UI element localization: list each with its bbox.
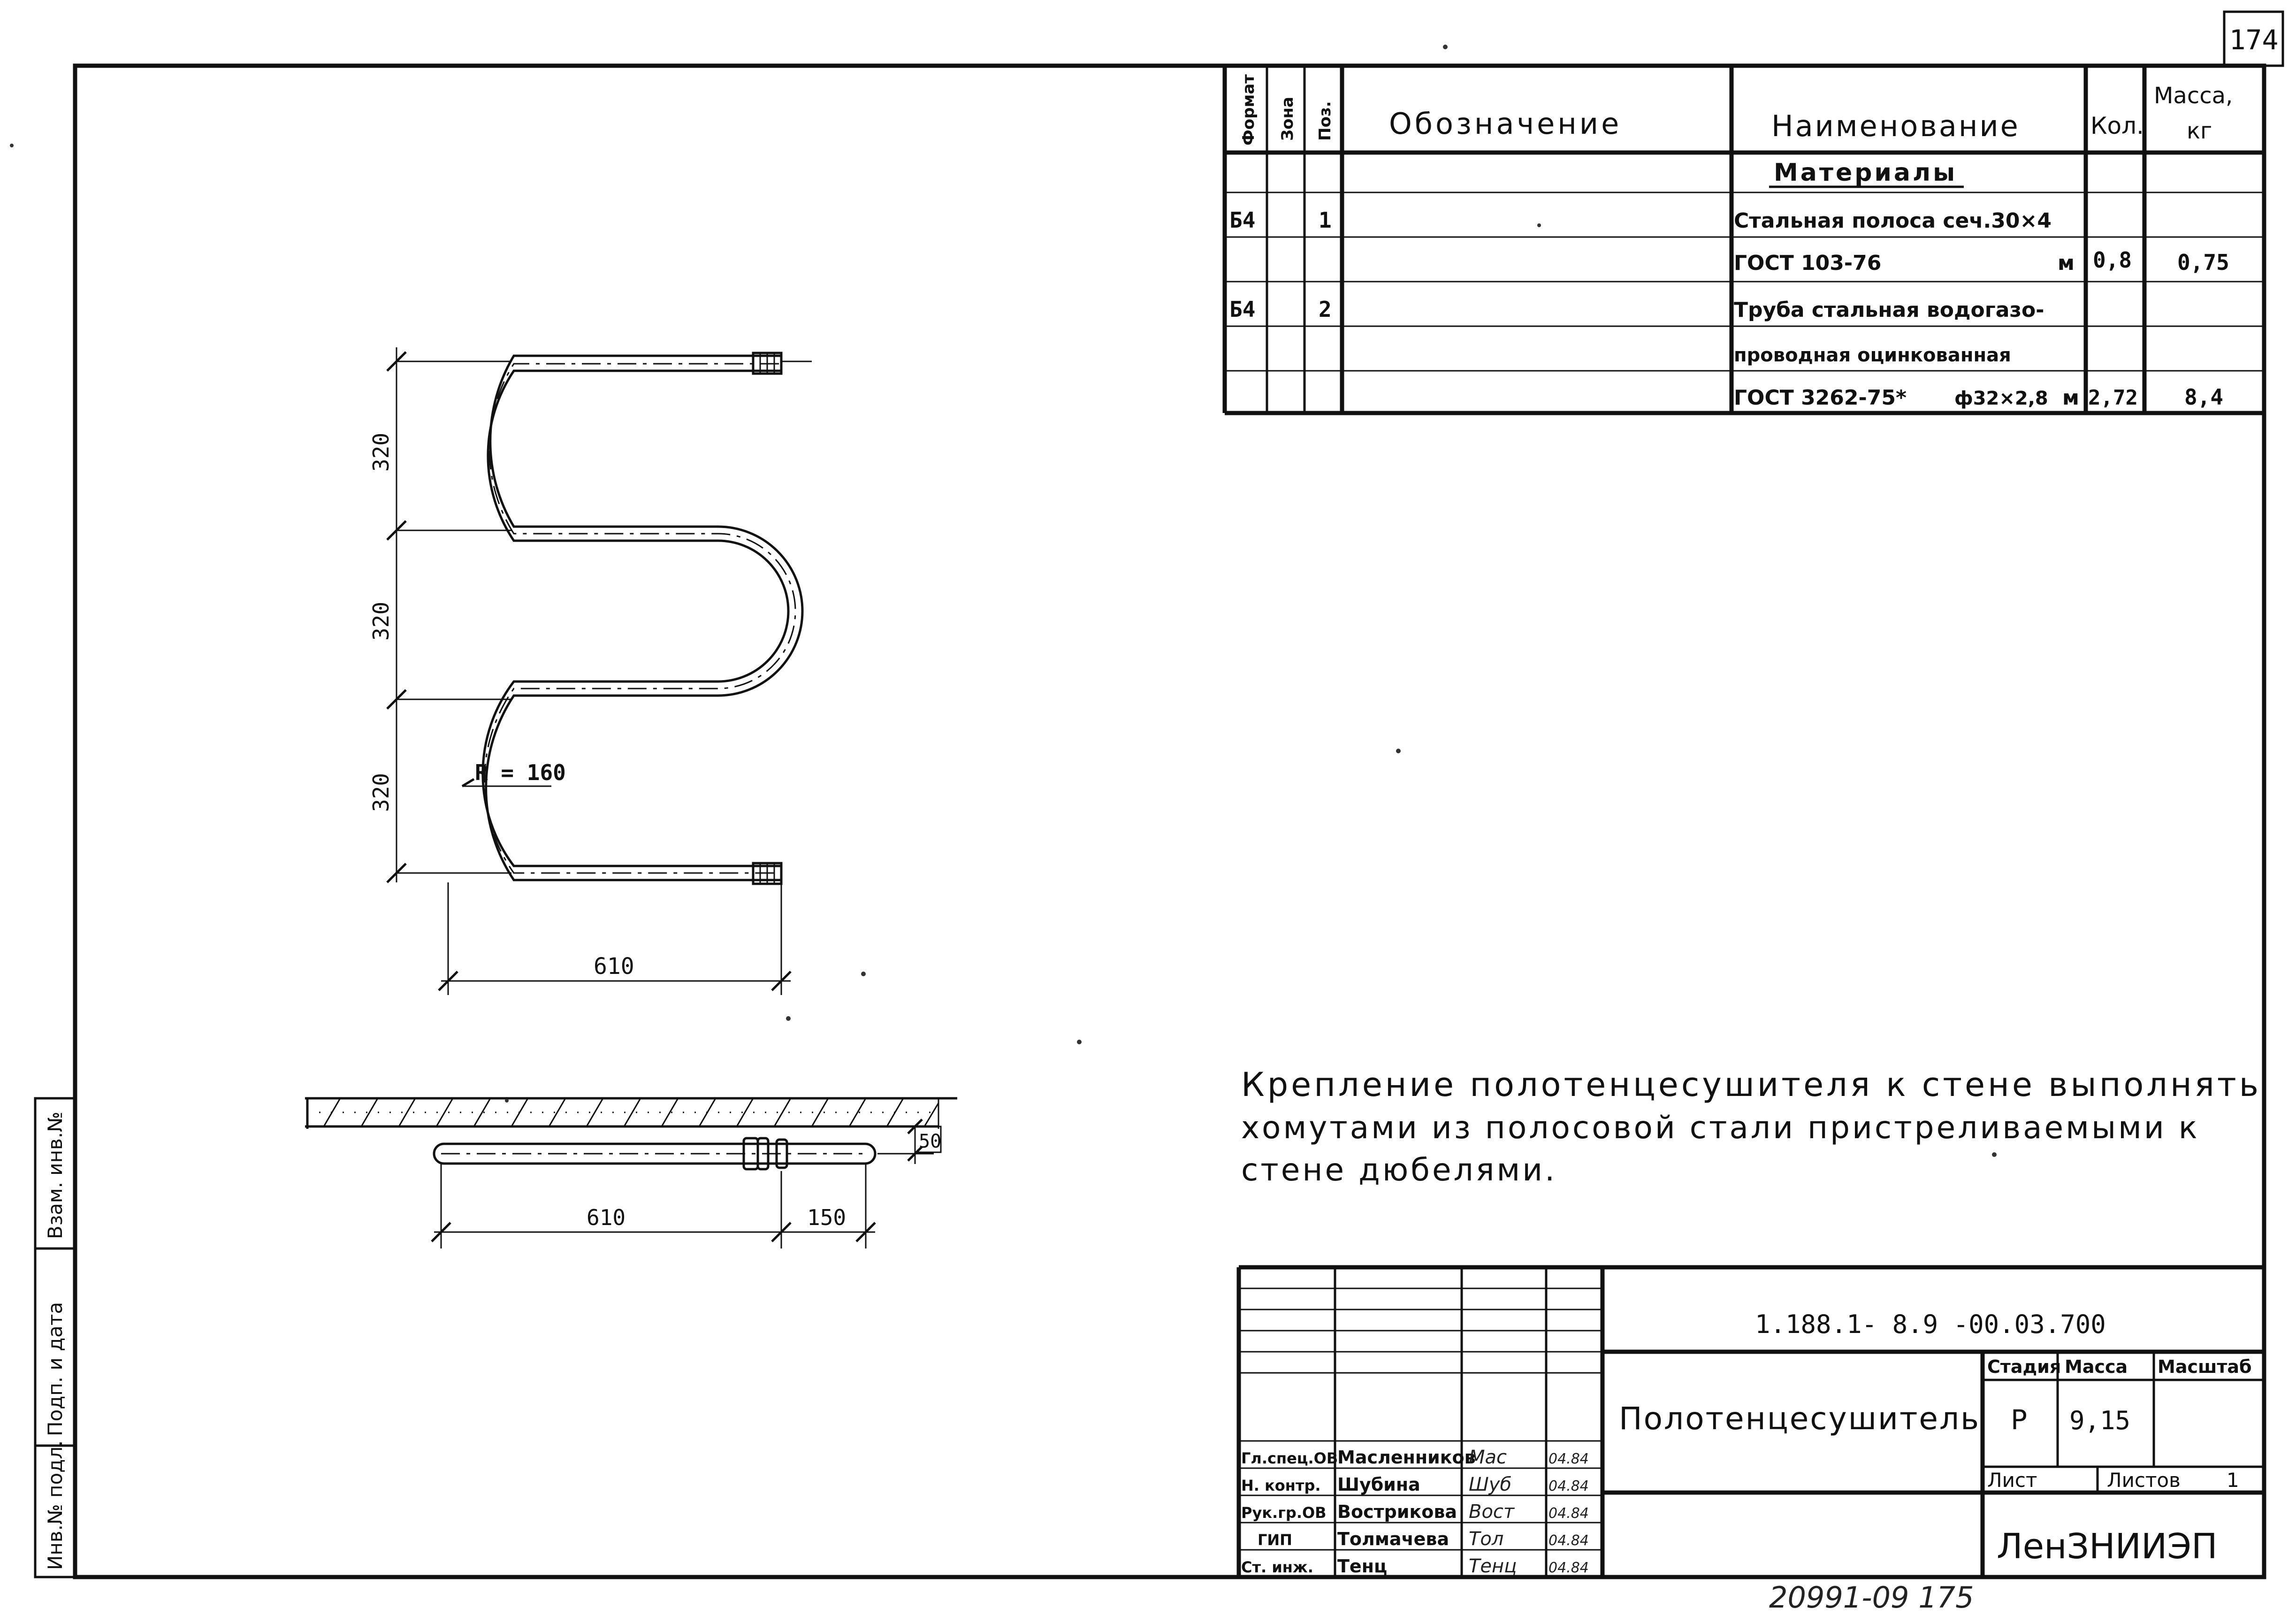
bom-row-unit: м: [2058, 251, 2075, 275]
bom-row-format: Б4: [1229, 207, 1255, 233]
bom-row-dim: ф32×2,8: [1954, 388, 2048, 409]
bom-header-mass-1: Масса,: [2154, 83, 2233, 109]
signer-date: 04.84: [1548, 1451, 1589, 1467]
bom-row-name: Стальная полоса сеч.30×4: [1734, 209, 2052, 233]
bom-header-designation: Обозначение: [1389, 107, 1622, 141]
signer-date: 04.84: [1548, 1560, 1589, 1576]
side-stamp-sign-date: Подп. и дата: [44, 1302, 67, 1436]
towel-dryer-front-view: [481, 352, 812, 885]
signature-rows: Гл.спец.ОВ Масленников Мас 04.84 Н. конт…: [1241, 1447, 1589, 1577]
radius-label: R = 160: [475, 760, 566, 785]
sheet-frame: [73, 10, 2284, 1579]
bom-header-name: Наименование: [1771, 109, 2020, 143]
signer-name: Вострикова: [1337, 1501, 1457, 1522]
note-line-1: Крепление полотенцесушителя к стене выпо…: [1241, 1065, 2261, 1104]
bom-row-name: ГОСТ 103-76: [1734, 251, 1881, 275]
bom-row-format: Б4: [1229, 297, 1255, 322]
side-width-label: 610: [587, 1205, 625, 1230]
signer-signature: Вост: [1469, 1501, 1515, 1523]
wall-section: [305, 1097, 957, 1129]
bom-rows: Б4 1 Стальная полоса сеч.30×4 ГОСТ 103-7…: [1229, 207, 2229, 410]
bom-row-name: Труба стальная водогазо-: [1734, 298, 2044, 322]
wall-gap-dimension: [877, 1118, 942, 1164]
document-code: 1.188.1- 8.9 -00.03.700: [1755, 1310, 2106, 1339]
signer-role: Н. контр.: [1241, 1477, 1321, 1494]
organization-name: ЛенЗНИИЭП: [1997, 1526, 2218, 1567]
side-stamp: [34, 1097, 76, 1578]
height-dimension-2: 320: [368, 602, 394, 641]
installation-note: Крепление полотенцесушителя к стене выпо…: [1241, 1065, 2261, 1188]
bom-header-pos: Поз.: [1316, 101, 1335, 141]
signer-signature: Мас: [1469, 1447, 1507, 1468]
signer-role: Рук.гр.ОВ: [1241, 1504, 1327, 1522]
bom-section-title: Материалы: [1774, 159, 1957, 187]
signer-name: Толмачева: [1337, 1529, 1449, 1549]
bom-table: [1222, 66, 2266, 415]
signer-name: Тенц: [1337, 1556, 1387, 1577]
width-dimension: [438, 882, 792, 995]
side-stamp-replace: Взам. инв.№: [44, 1111, 67, 1239]
stage-header: Стадия: [1987, 1356, 2061, 1377]
side-dimensions: [431, 1164, 876, 1248]
scale-header: Масштаб: [2158, 1356, 2252, 1377]
product-title: Полотенцесушитель: [1619, 1401, 1980, 1437]
bom-header-zone: Зона: [1278, 97, 1297, 141]
towel-dryer-side-view: [433, 1137, 877, 1171]
signer-date: 04.84: [1548, 1478, 1589, 1494]
height-dimension-chain: [386, 347, 511, 883]
sheet-label: Лист: [1987, 1469, 2037, 1492]
width-dimension-label: 610: [594, 953, 634, 980]
mass-header: Масса: [2065, 1356, 2128, 1377]
signer-role: ГИП: [1258, 1531, 1292, 1549]
stage-value: Р: [2011, 1404, 2027, 1436]
bom-row-mass: 0,75: [2177, 250, 2229, 275]
note-line-2: хомутами из полосовой стали пристреливае…: [1241, 1110, 2200, 1146]
side-offset-label: 150: [807, 1205, 846, 1230]
signer-role: Гл.спец.ОВ: [1241, 1449, 1338, 1467]
signer-name: Масленников: [1337, 1447, 1476, 1468]
bom-row-qty: 2,72: [2088, 386, 2138, 410]
sheets-count: 1: [2227, 1469, 2239, 1492]
side-stamp-inv: Инв.№ подл.: [44, 1440, 67, 1570]
signer-date: 04.84: [1548, 1505, 1589, 1522]
bom-row-pos: 1: [1319, 207, 1332, 233]
sheets-label: Листов: [2107, 1469, 2181, 1492]
bom-row-mass: 8,4: [2184, 384, 2223, 410]
height-dimension-1: 320: [368, 433, 394, 472]
signer-signature: Тенц: [1469, 1555, 1517, 1577]
signer-date: 04.84: [1548, 1532, 1589, 1549]
bom-row-pos: 2: [1319, 297, 1332, 322]
height-dimension-3: 320: [368, 773, 394, 812]
bom-row-unit: м: [2062, 386, 2079, 410]
wall-gap-label: 50: [919, 1131, 941, 1152]
archive-number: 20991-09 175: [1769, 1580, 1974, 1615]
signer-signature: Шуб: [1469, 1474, 1511, 1495]
bom-header-mass-2: кг: [2187, 118, 2212, 144]
scan-specks: [10, 45, 1997, 1157]
note-line-3: стене дюбелями.: [1241, 1152, 1557, 1188]
bom-row-name: проводная оцинкованная: [1734, 345, 2011, 366]
signer-signature: Тол: [1469, 1528, 1503, 1550]
bom-header-qty: Кол.: [2090, 112, 2144, 139]
page-number: 174: [2229, 24, 2279, 56]
title-block: [1236, 1265, 2264, 1577]
bom-row-qty: 0,8: [2093, 247, 2132, 273]
signer-name: Шубина: [1337, 1474, 1420, 1495]
mass-value: 9,15: [2069, 1406, 2130, 1435]
signer-role: Ст. инж.: [1241, 1558, 1313, 1576]
bom-row-name: ГОСТ 3262-75*: [1734, 386, 1907, 410]
bom-header-format: Формат: [1239, 74, 1258, 146]
radius-leader: [461, 778, 551, 788]
